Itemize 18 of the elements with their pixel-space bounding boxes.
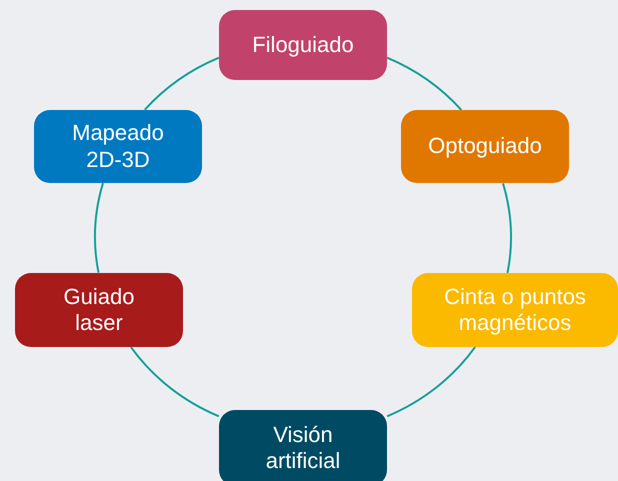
- node-label: Cinta o puntos magnéticos: [443, 284, 587, 336]
- connector-arc: [130, 346, 220, 418]
- node-label: Filoguiado: [252, 32, 354, 58]
- process-box: [219, 10, 387, 80]
- connector-arc: [94, 182, 104, 273]
- node-label: Optoguiado: [428, 133, 542, 160]
- process-box: [401, 110, 569, 183]
- process-box: [34, 110, 202, 183]
- node-label: Visión artificial: [264, 422, 342, 474]
- process-box: [412, 273, 618, 347]
- connector-arc: [386, 346, 476, 418]
- node-label: Mapeado 2D-3D: [71, 120, 165, 173]
- node-label: Guiado laser: [62, 284, 136, 336]
- process-box: [15, 273, 183, 347]
- connector-arc: [144, 56, 220, 110]
- process-box: [219, 410, 387, 481]
- connector-arc: [502, 183, 512, 274]
- connector-arc: [386, 56, 462, 111]
